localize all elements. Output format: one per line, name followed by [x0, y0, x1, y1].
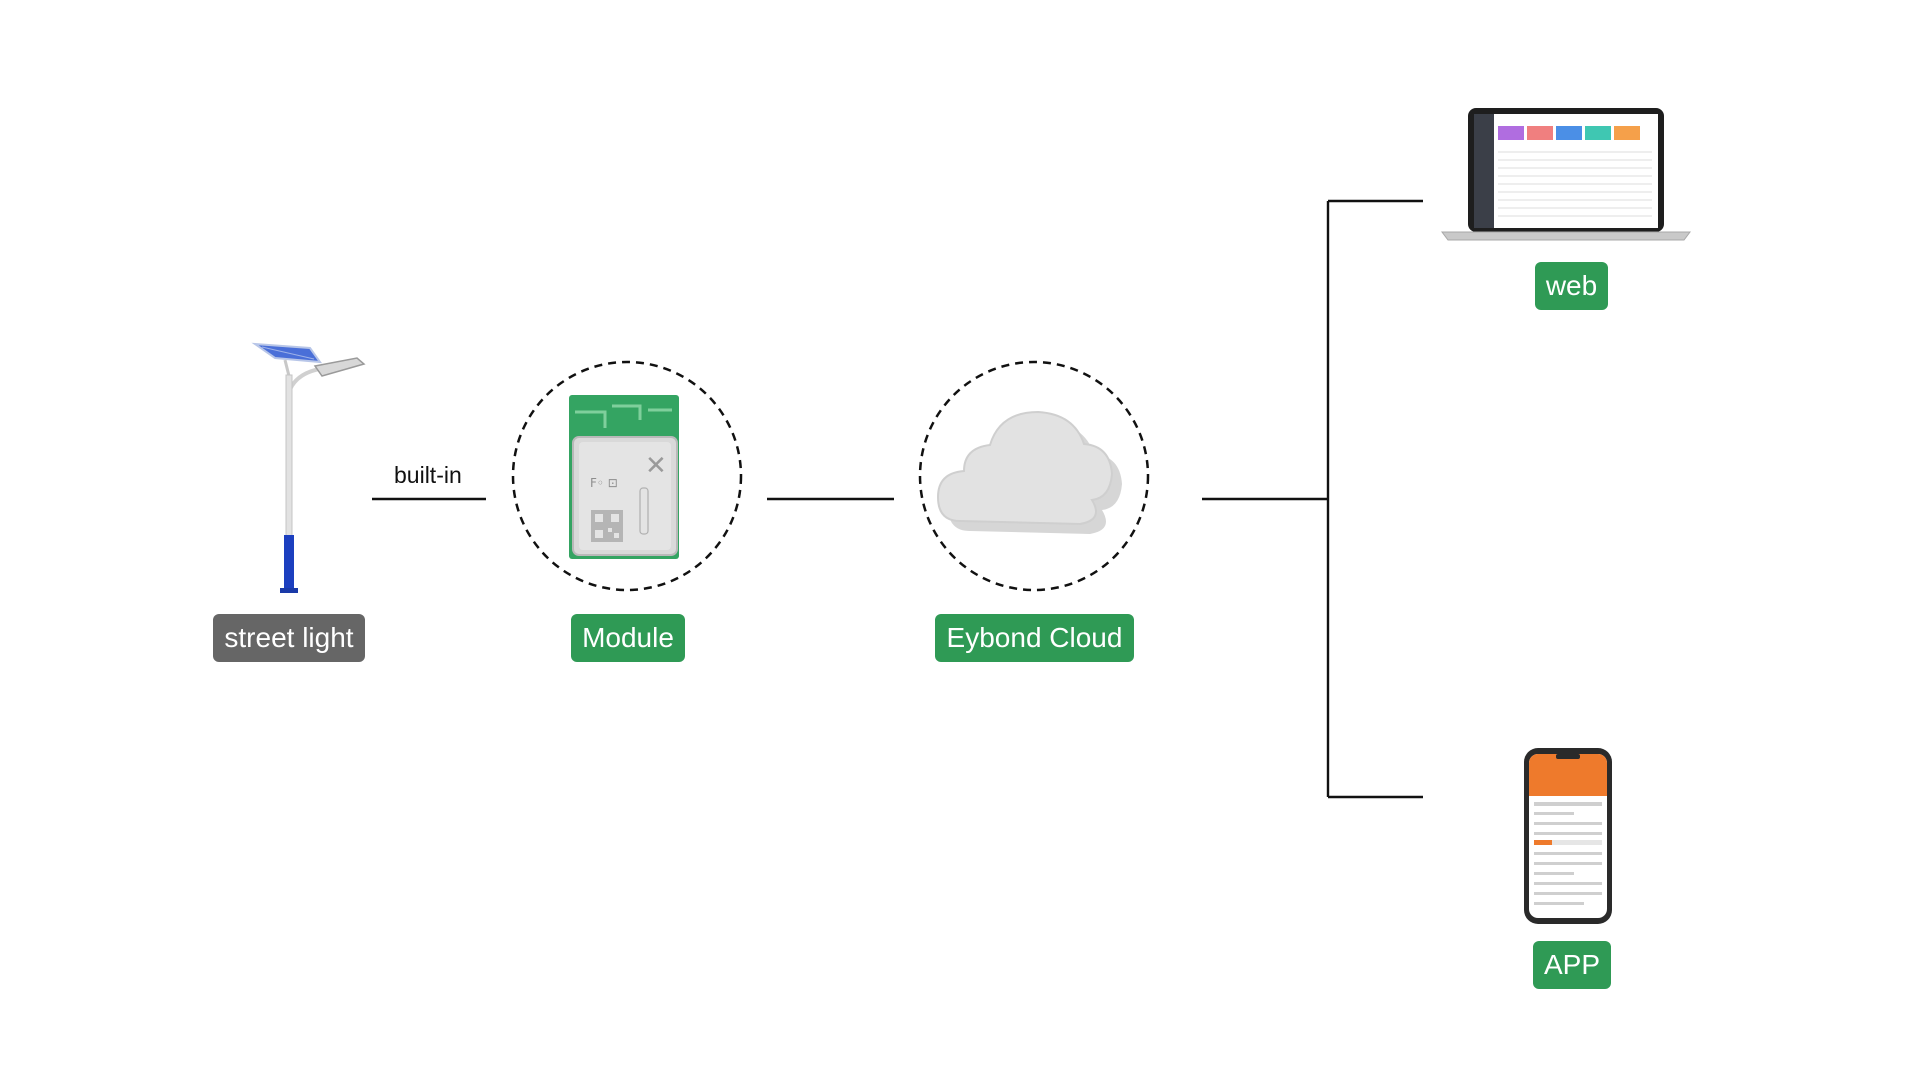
module-label: Module: [571, 614, 685, 662]
street-light-icon: [251, 342, 366, 593]
web-label: web: [1535, 262, 1608, 310]
svg-text:F◦ ⊡: F◦ ⊡: [590, 476, 618, 490]
smartphone-icon: [1524, 748, 1612, 924]
street-light-label: street light: [213, 614, 365, 662]
connectors: [372, 199, 1423, 799]
eybond-cloud-label: Eybond Cloud: [935, 614, 1134, 662]
edge-label-built-in: built-in: [394, 462, 462, 488]
cloud-icon: [936, 410, 1122, 534]
svg-text:✕: ✕: [645, 451, 667, 481]
module-dashed-circle: [511, 360, 743, 592]
cloud-dashed-circle: [918, 360, 1150, 592]
laptop-icon: [1441, 108, 1691, 241]
wifi-module-chip-icon: ✕ F◦ ⊡: [569, 395, 679, 559]
app-label: APP: [1533, 941, 1611, 989]
